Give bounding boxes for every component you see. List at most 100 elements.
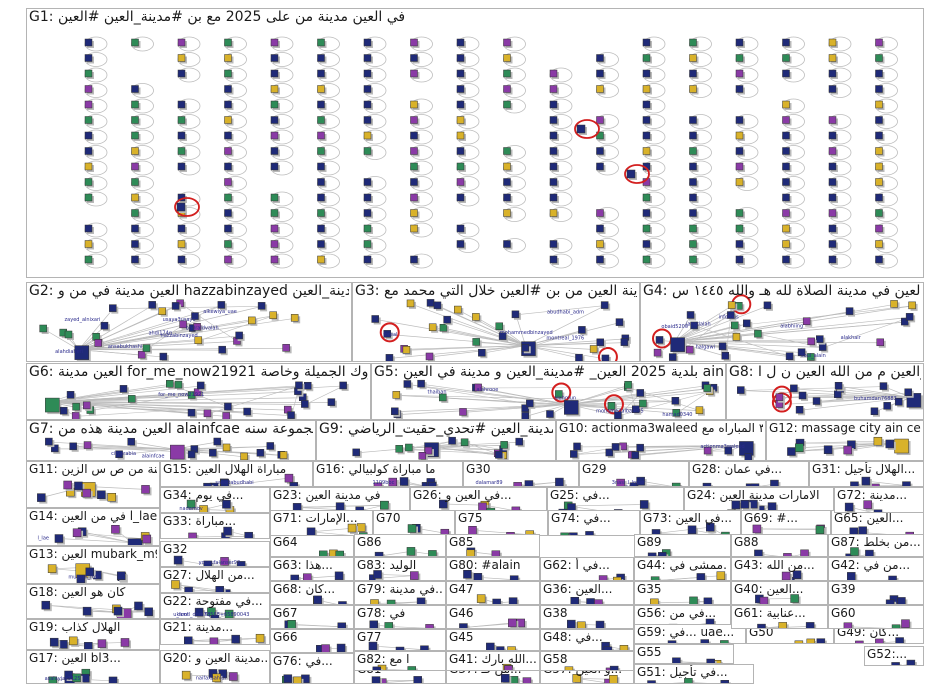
vertex-node <box>834 381 845 392</box>
vertex-node <box>855 640 866 643</box>
vertex-node <box>731 500 742 511</box>
group-g45-graph <box>486 642 518 650</box>
vertex-node <box>321 644 332 652</box>
vertex-node <box>503 147 513 157</box>
group-g74: G74: في... <box>548 510 640 536</box>
group-label: G58 <box>543 652 568 666</box>
vertex-node <box>456 38 466 48</box>
vertex-node <box>875 255 885 265</box>
group-label: G78: في <box>357 606 406 620</box>
vertex-node <box>383 330 393 340</box>
vertex-node <box>735 69 745 79</box>
vertex-label: actionma3waleed <box>700 444 744 450</box>
vertex-node <box>720 640 731 643</box>
group-label: G88 <box>734 535 759 549</box>
vertex-node <box>45 397 62 415</box>
vertex-node <box>875 85 885 95</box>
group-g67-graph <box>284 620 348 628</box>
vertex-node <box>456 116 466 126</box>
group-g49-graph <box>855 637 906 643</box>
vertex-node <box>270 209 280 219</box>
vertex-node <box>689 116 699 126</box>
group-label: G33: مباراة... <box>163 514 237 528</box>
vertex-node <box>897 597 908 604</box>
vertex-node <box>689 85 699 95</box>
vertex-node <box>807 353 817 361</box>
vertex-node <box>875 116 885 126</box>
vertex-node <box>371 676 383 683</box>
vertex-node <box>509 676 521 683</box>
vertex-node <box>865 549 876 556</box>
vertex-node <box>196 381 207 391</box>
vertex-node <box>883 402 893 412</box>
group-g88-graph <box>754 549 811 556</box>
vertex-node <box>317 69 327 79</box>
vertex-node <box>410 116 420 126</box>
vertex-node <box>503 85 513 95</box>
vertex-node <box>374 551 386 556</box>
group-g76: G76: في... <box>270 653 354 684</box>
vertex-node <box>549 193 559 203</box>
vertex-node <box>248 316 258 326</box>
vertex-node <box>177 116 187 126</box>
group-label: G77 <box>357 630 382 644</box>
vertex-node <box>270 85 280 95</box>
vertex-node <box>51 444 61 454</box>
group-label: G71: الإمارات... <box>273 511 358 525</box>
group-label: G85 <box>449 535 474 549</box>
vertex-node <box>186 499 198 511</box>
group-label: G60 <box>831 606 856 620</box>
vertex-node <box>290 574 301 580</box>
group-label: G22: في مفتوحة... <box>163 594 263 608</box>
vertex-node <box>304 381 314 392</box>
group-g33: G33: مباراة... <box>160 513 270 539</box>
group-g44: G44: ممشى في... <box>634 557 731 581</box>
vertex-node <box>735 38 745 48</box>
vertex-node <box>39 324 49 334</box>
vertex-node <box>524 480 535 486</box>
vertex-node <box>49 637 61 649</box>
vertex-node <box>735 131 745 141</box>
group-label: G21: مدينة... <box>163 620 234 634</box>
vertex-node <box>828 209 838 219</box>
vertex-label: l_lae <box>38 536 49 542</box>
vertex-node <box>689 209 699 219</box>
group-g79-graph <box>370 597 428 604</box>
group-g31: G31: الهلال تأجيل... <box>809 461 924 487</box>
vertex-node <box>754 329 764 340</box>
vertex-node <box>194 607 206 618</box>
vertex-node <box>131 100 141 110</box>
vertex-node <box>564 400 581 417</box>
vertex-node <box>626 169 637 180</box>
group-label: G1: في العين مدينة من على 2025 مع بن #مد… <box>29 9 406 25</box>
group-g11-graph <box>37 480 152 504</box>
group-g28: G28: في عمان... <box>689 461 809 487</box>
vertex-node <box>363 147 373 157</box>
vertex-node <box>456 147 466 157</box>
group-label: G7: العين مدينة هذه من alainfcae مشاركة … <box>29 421 313 437</box>
vertex-node <box>689 162 699 172</box>
vertex-node <box>142 534 153 545</box>
vertex-node <box>131 147 141 157</box>
vertex-node <box>642 100 652 110</box>
vertex-node <box>828 178 838 188</box>
vertex-node <box>650 598 661 604</box>
vertex-node <box>235 331 245 341</box>
vertex-node <box>596 54 606 64</box>
group-g57-graph <box>572 674 620 683</box>
vertex-node <box>578 326 588 336</box>
vertex-node <box>148 301 158 311</box>
group-label: G66 <box>273 630 298 644</box>
vertex-node <box>631 451 641 460</box>
vertex-node <box>270 224 280 234</box>
group-label: G64 <box>273 535 298 549</box>
group-g34-graph: nadamov <box>179 499 236 512</box>
vertex-node <box>131 209 141 219</box>
vertex-label: infofbus <box>719 314 739 320</box>
vertex-node <box>595 620 607 628</box>
vertex-node <box>166 380 176 390</box>
vertex-label: dalamar89 <box>476 480 503 486</box>
vertex-node <box>567 619 578 628</box>
